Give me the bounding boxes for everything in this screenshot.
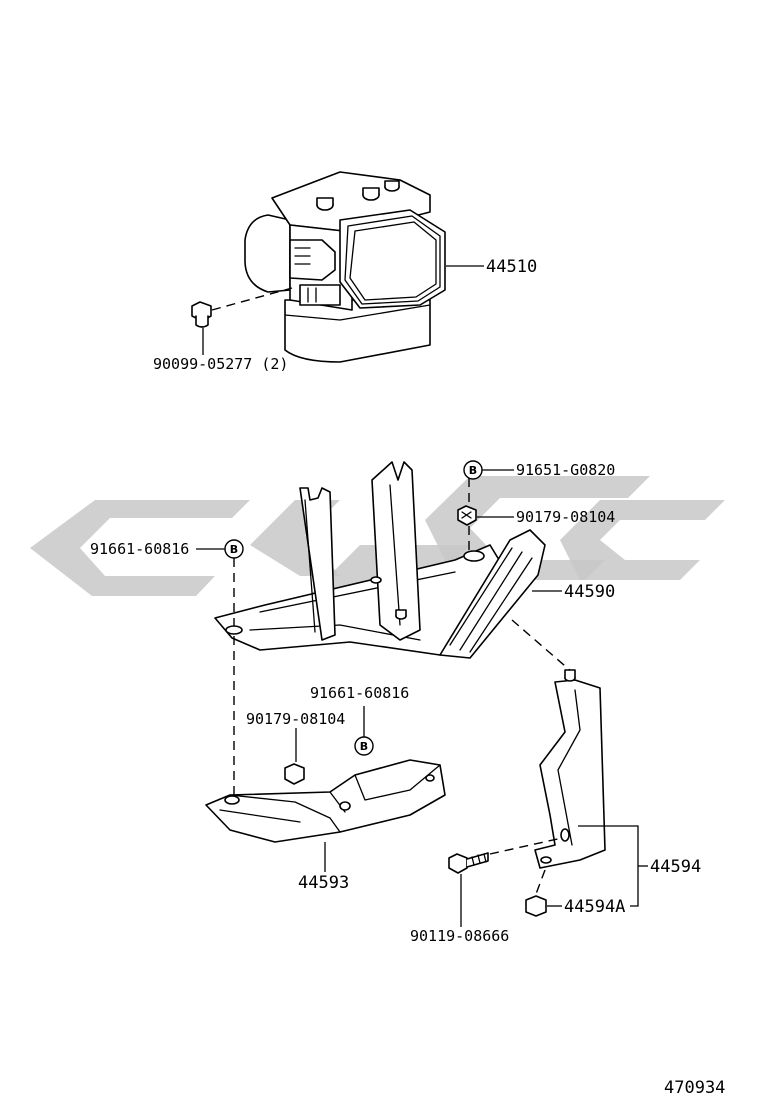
b-circle-top: B	[463, 460, 483, 480]
protector-44593	[205, 759, 446, 843]
label-91651-g0820: 91651-G0820	[516, 461, 615, 479]
label-90179-08104-top: 90179-08104	[516, 508, 615, 526]
b-circle-mid: B	[354, 736, 374, 756]
bracket-44594	[534, 669, 606, 869]
diagram-number: 470934	[664, 1078, 725, 1098]
label-44510: 44510	[486, 257, 537, 277]
label-44590: 44590	[564, 582, 615, 602]
bolt-90119	[448, 852, 489, 874]
label-44593: 44593	[298, 873, 349, 893]
abs-actuator	[244, 171, 446, 363]
nut-90179-mid	[284, 763, 305, 785]
b-circle-left: B	[224, 539, 244, 559]
svg-text:B: B	[360, 740, 368, 753]
bolt-90099	[191, 301, 212, 328]
svg-text:B: B	[469, 464, 477, 477]
label-90119-08666: 90119-08666	[410, 927, 509, 945]
label-44594a: 44594A	[564, 897, 625, 917]
cushion-44594a	[525, 895, 547, 917]
svg-text:B: B	[230, 543, 238, 556]
nut-90179-top	[457, 505, 477, 526]
label-91661-60816-mid: 91661-60816	[310, 684, 409, 702]
bracket-44590	[214, 461, 546, 659]
label-91661-60816-left: 91661-60816	[90, 540, 189, 558]
label-90099-05277: 90099-05277 (2)	[153, 355, 288, 373]
label-44594: 44594	[650, 857, 701, 877]
label-90179-08104-mid: 90179-08104	[246, 710, 345, 728]
